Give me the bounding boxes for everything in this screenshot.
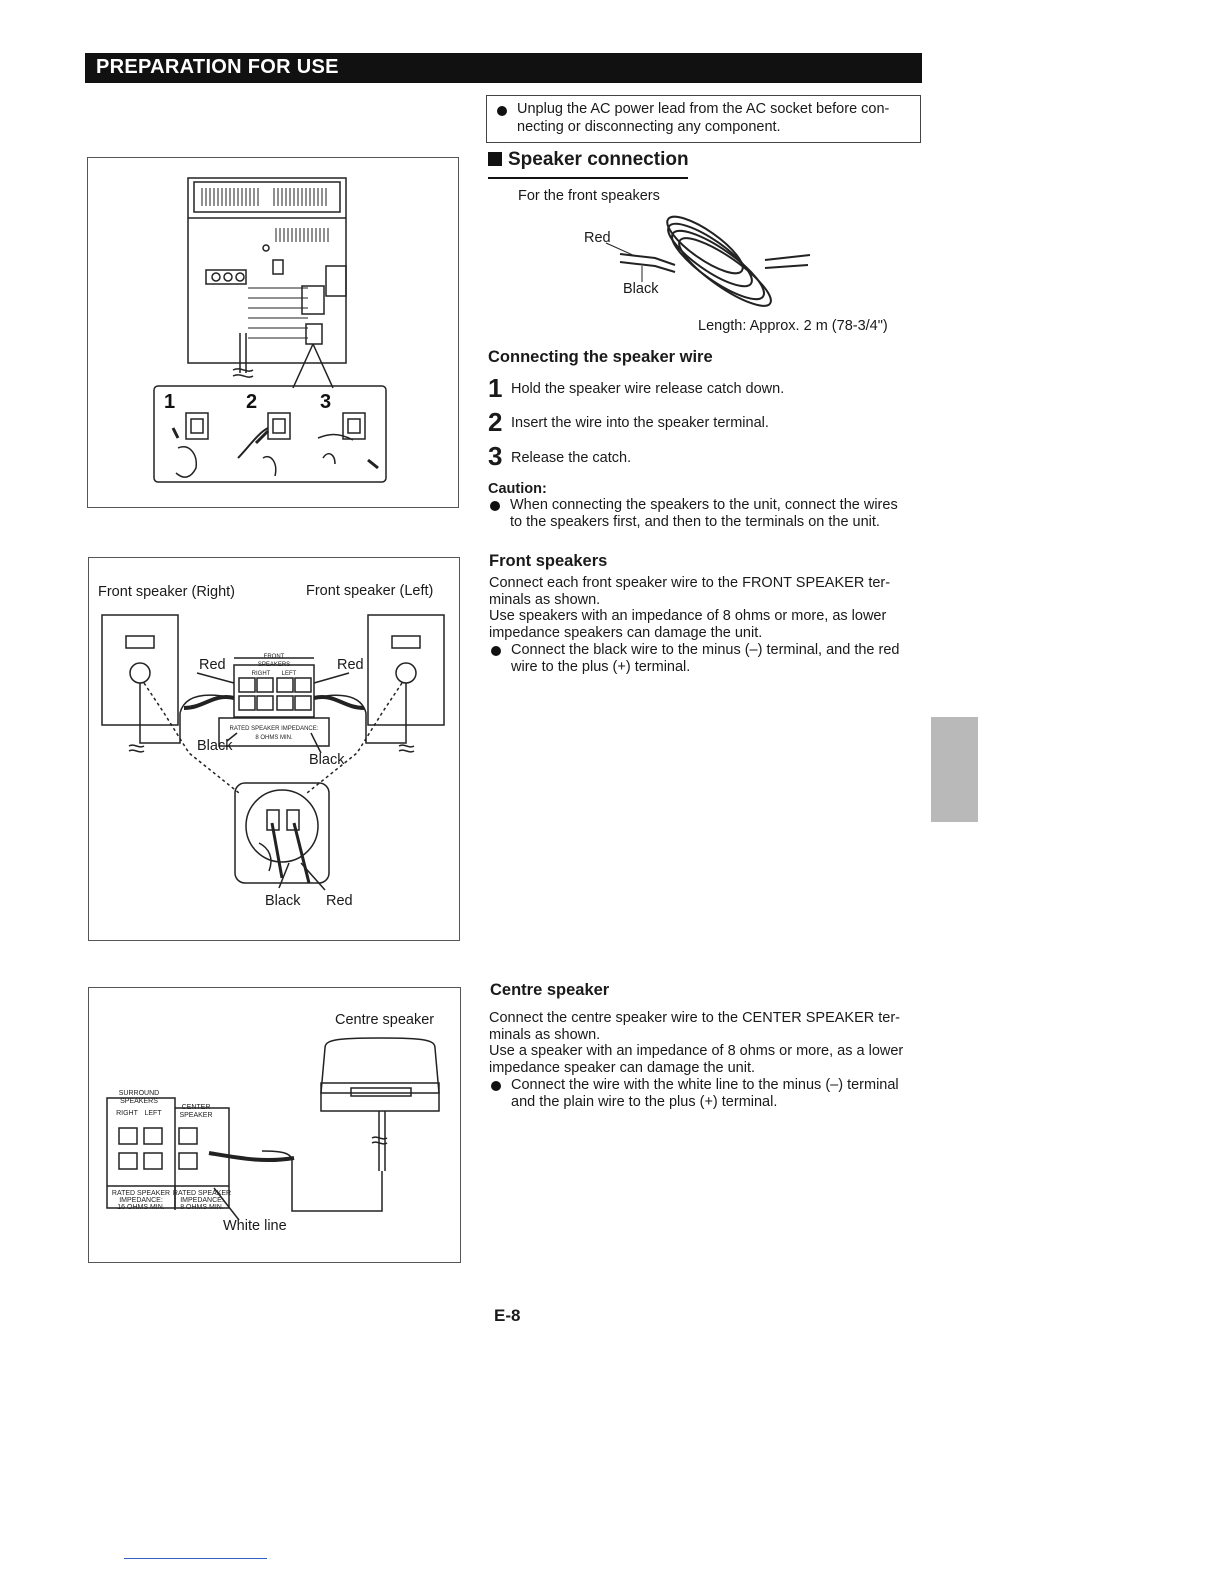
bullet-icon [497,106,507,116]
wire-label-red: Red [584,230,611,246]
panel-left-label: LEFT [282,671,297,677]
section-rule [488,177,688,179]
front-speakers-bullet: Connect the black wire to the minus (–) … [489,642,925,676]
figure-rear-panel: 1 2 3 [87,157,459,508]
figure-centre-speaker: SURROUND SPEAKERS RIGHT LEFT CENTER SPEA… [88,987,461,1263]
center-label: CENTER [182,1104,211,1111]
caution-line-2: to the speakers first, and then to the t… [510,514,880,530]
connecting-wire-heading: Connecting the speaker wire [488,348,713,366]
impedance-label: IMPEDANCE: [119,1197,163,1204]
front-speakers-paragraph-1: Connect each front speaker wire to the F… [489,575,925,609]
step-label: 1 [164,391,175,413]
panel-speakers-label: SPEAKERS [258,662,290,668]
text-line: minals as shown. [489,1027,601,1043]
text-line: and the plain wire to the plus (+) termi… [511,1094,778,1110]
front-speaker-right-label: Front speaker (Right) [98,584,235,600]
square-bullet-icon [488,152,502,166]
panel-ohms-label: 8 OHMS MIN. [255,735,293,741]
text-line: Use a speaker with an impedance of 8 ohm… [489,1043,904,1059]
bullet-icon [491,1081,501,1091]
notice-box: Unplug the AC power lead from the AC soc… [486,95,921,143]
text-line: impedance speakers can damage the unit. [489,625,763,641]
panel-right-label: RIGHT [252,671,271,677]
step-text: Insert the wire into the speaker termina… [511,415,769,431]
wire-label-black: Black [623,281,659,297]
text-line: Use speakers with an impedance of 8 ohms… [489,608,887,624]
notice-line-2: necting or disconnecting any component. [517,119,781,135]
step-text: Release the catch. [511,450,632,466]
surround-label: SURROUND [119,1090,159,1097]
page-header-bar: PREPARATION FOR USE [85,53,922,83]
ohms-label: 8 OHMS MIN. [180,1204,224,1211]
rated-label: RATED SPEAKER [173,1190,231,1197]
terminal-label-black: Black [265,893,301,909]
step-label: 3 [320,391,331,413]
speaker-label: SPEAKER [179,1112,212,1119]
side-tab-marker [931,717,978,822]
front-speakers-caption: For the front speakers [518,188,660,204]
page-number: E-8 [494,1306,521,1325]
caution-line-1: When connecting the speakers to the unit… [510,497,898,513]
front-speakers-diagram: FRONT SPEAKERS RIGHT LEFT RATED SPEAKER … [101,614,445,891]
centre-speaker-paragraph-1: Connect the centre speaker wire to the C… [489,1010,925,1044]
section-title: Speaker connection [488,149,689,171]
speakers-label: SPEAKERS [120,1098,158,1105]
step-label: 2 [246,391,257,413]
text-line: wire to the plus (+) terminal. [511,659,691,675]
text-line: Connect the centre speaker wire to the C… [489,1010,901,1026]
caution-bullet: When connecting the speakers to the unit… [488,497,924,531]
wire-label-black: Black [309,752,345,768]
centre-speaker-diagram: SURROUND SPEAKERS RIGHT LEFT CENTER SPEA… [106,1037,440,1221]
page-header-title: PREPARATION FOR USE [96,56,339,78]
impedance-label: IMPEDANCE: [180,1197,224,1204]
step-number: 1 [488,373,503,403]
text-line: Connect the black wire to the minus (–) … [511,642,900,658]
wire-label-red: Red [199,657,226,673]
step-text: Hold the speaker wire release catch down… [511,381,785,397]
wire-label-black: Black [197,738,233,754]
white-line-label: White line [223,1218,287,1234]
wire-length-text: Length: Approx. 2 m (78-3/4") [698,318,888,334]
wire-label-red: Red [337,657,364,673]
rated-label: RATED SPEAKER [112,1190,170,1197]
front-speaker-left-label: Front speaker (Left) [306,583,434,599]
rear-panel-illustration: 1 2 3 [153,177,387,483]
notice-line-1: Unplug the AC power lead from the AC soc… [517,101,890,117]
centre-speaker-paragraph-2: Use a speaker with an impedance of 8 ohm… [489,1043,925,1077]
bullet-icon [491,646,501,656]
centre-speaker-heading: Centre speaker [490,981,610,999]
centre-speaker-bullet: Connect the wire with the white line to … [489,1077,925,1111]
bullet-icon [490,501,500,511]
text-line: Connect the wire with the white line to … [511,1077,899,1093]
front-speakers-paragraph-2: Use speakers with an impedance of 8 ohms… [489,608,925,642]
panel-rated-label: RATED SPEAKER IMPEDANCE: [230,726,319,732]
ohms-label: 16 OHMS MIN. [117,1204,165,1211]
caution-heading: Caution: [488,481,547,497]
terminal-label-red: Red [326,893,353,909]
panel-front-label: FRONT [264,654,285,660]
section-title-text: Speaker connection [508,149,689,170]
centre-speaker-label: Centre speaker [335,1012,435,1028]
front-speakers-heading: Front speakers [489,552,608,570]
text-line: Connect each front speaker wire to the F… [489,575,891,591]
step-number: 3 [488,441,503,471]
text-line: impedance speaker can damage the unit. [489,1060,756,1076]
text-line: minals as shown. [489,592,601,608]
right-label: RIGHT [116,1110,139,1117]
speaker-wire-illustration [605,215,811,307]
left-label: LEFT [144,1110,162,1117]
figure-front-speakers: FRONT SPEAKERS RIGHT LEFT RATED SPEAKER … [88,557,460,941]
step-number: 2 [488,407,503,437]
footer-divider [124,1558,267,1559]
